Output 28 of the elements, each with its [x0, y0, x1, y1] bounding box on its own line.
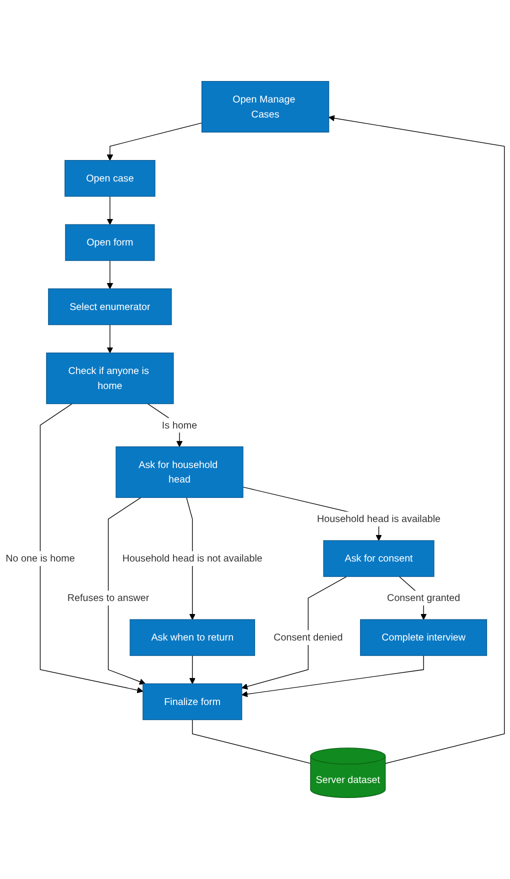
arrow: [108, 497, 146, 685]
node-box: Check if anyone is home: [46, 352, 174, 404]
node-box: Open case: [64, 160, 156, 197]
node-box: Select enumerator: [48, 288, 172, 326]
arrow: [106, 122, 202, 161]
arrow: [106, 196, 114, 225]
node-box: Ask for household head: [116, 446, 244, 498]
node-box: Open form: [65, 224, 155, 261]
connector: [192, 719, 311, 764]
edge-label: No one is home: [6, 552, 75, 564]
edge-label: Household head is available: [317, 513, 441, 524]
edge-label: Refuses to answer: [67, 592, 150, 604]
node-box: Complete interview: [360, 619, 488, 656]
node-box: Ask for consent: [323, 540, 434, 577]
arrow: [40, 403, 144, 694]
edge-label: Household head is not available: [122, 552, 262, 564]
arrow: [242, 655, 424, 698]
arrow: [106, 324, 114, 354]
edge-label: Is home: [162, 419, 198, 431]
node-box: Finalize form: [142, 683, 242, 720]
node-box: Open Manage Cases: [201, 81, 330, 133]
arrow: [328, 115, 505, 764]
edge-label: Consent granted: [387, 592, 460, 604]
arrow: [189, 655, 196, 684]
node-box: Ask when to return: [130, 619, 256, 656]
edge-label: Consent denied: [274, 632, 343, 643]
arrow: [242, 576, 347, 690]
arrow: [106, 260, 114, 290]
